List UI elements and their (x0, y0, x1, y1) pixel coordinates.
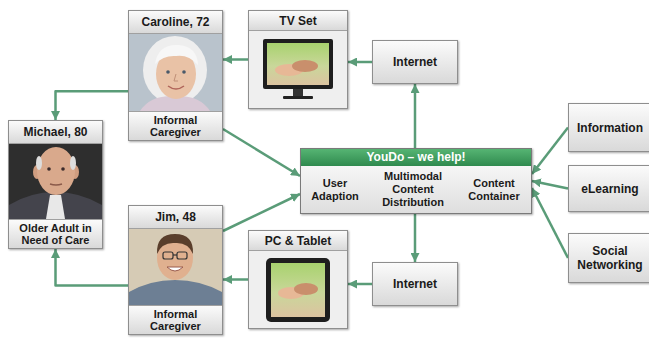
flow-arrow (414, 84, 417, 148)
tv-picture (249, 31, 347, 108)
tablet-picture (249, 251, 347, 329)
person-name: Michael, 80 (9, 121, 102, 144)
content-box: eLearning (568, 165, 649, 212)
device-frame (249, 31, 347, 108)
role-label: Informal Caregiver (129, 111, 222, 140)
box-label: eLearning (581, 182, 638, 196)
michael-photo (9, 144, 102, 219)
caroline-photo (129, 34, 222, 111)
platform-title: YouDo – we help! (301, 149, 531, 166)
device-frame (249, 251, 347, 328)
flow-arrow (223, 278, 248, 281)
flow-arrow (348, 283, 372, 286)
person-name: Caroline, 72 (129, 11, 222, 34)
platform-body: User AdaptionMultimodal Content Distribu… (301, 166, 531, 213)
content-box: Information (568, 103, 649, 152)
person-card: Jim, 48 Informal Caregiver (128, 205, 223, 335)
flow-arrow (532, 181, 568, 189)
person-name: Jim, 48 (129, 206, 222, 229)
module-label: User Adaption (305, 177, 365, 203)
flow-arrow (223, 58, 248, 61)
box-label: Social Networking (573, 244, 647, 272)
device-box: PC & Tablet (248, 230, 348, 329)
device-label: PC & Tablet (249, 231, 347, 251)
module-label: Content Container (461, 177, 527, 203)
role-label: Informal Caregiver (129, 305, 222, 334)
person-card: Michael, 80 Older Adult in Need of Care (8, 120, 103, 249)
flow-arrow (56, 249, 129, 286)
photo-frame (129, 229, 222, 305)
network-box: Internet (372, 262, 458, 306)
flow-arrow (223, 194, 300, 231)
flow-arrow (223, 129, 300, 176)
box-label: Internet (393, 277, 437, 291)
flow-arrow (348, 61, 372, 64)
device-label: TV Set (249, 11, 347, 31)
flow-arrow (56, 91, 129, 120)
photo-frame (129, 34, 222, 111)
flow-arrow (532, 128, 568, 175)
platform-box: YouDo – we help!User AdaptionMultimodal … (300, 148, 532, 214)
person-card: Caroline, 72 Informal Caregiver (128, 10, 223, 141)
role-label: Older Adult in Need of Care (9, 219, 102, 248)
module-label: Multimodal Content Distribution (365, 170, 461, 209)
box-label: Internet (393, 55, 437, 69)
content-box: Social Networking (568, 233, 649, 283)
device-box: TV Set (248, 10, 348, 109)
network-box: Internet (372, 40, 458, 84)
box-label: Information (577, 121, 643, 135)
flow-arrow (414, 214, 417, 262)
jim-photo (129, 229, 222, 305)
photo-frame (9, 144, 102, 219)
flow-arrow (532, 188, 568, 258)
